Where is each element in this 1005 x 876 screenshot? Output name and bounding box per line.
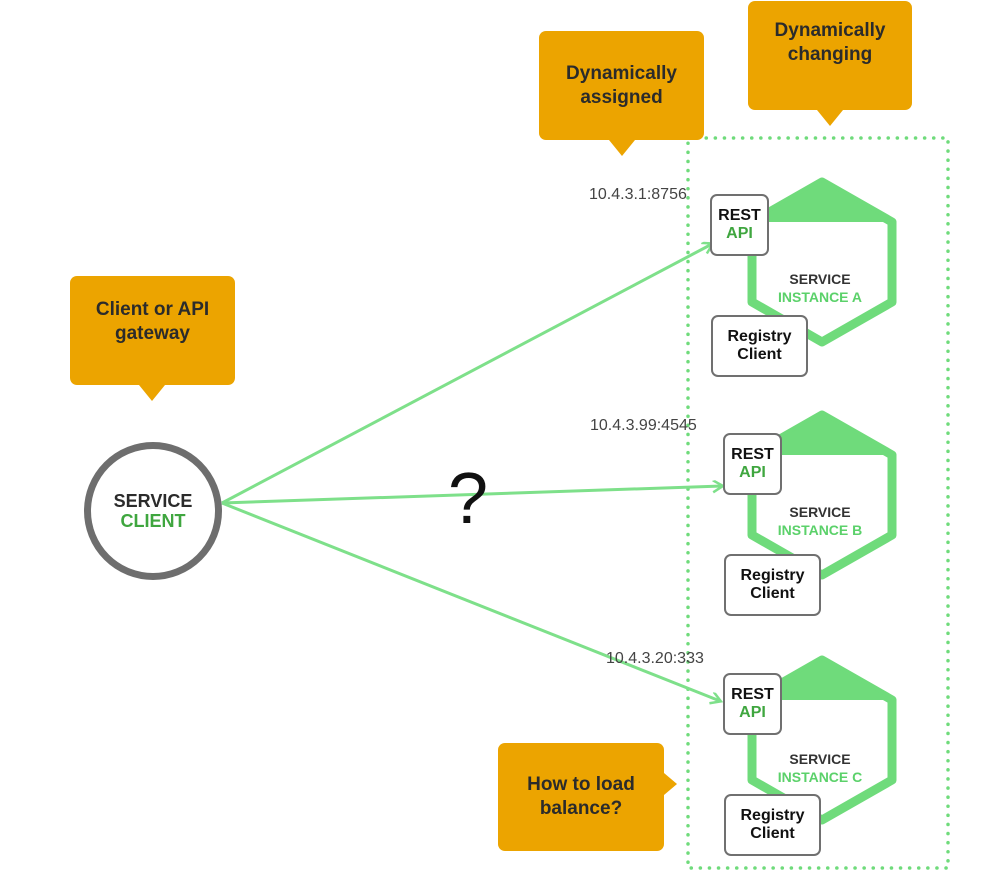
- service-instance-label-line1: SERVICE: [789, 271, 851, 287]
- rest-api-label-line2: API: [726, 225, 753, 242]
- service-hexagon-c-top: [752, 660, 892, 700]
- callout-pointer: [664, 773, 677, 795]
- rest-api-label-line1: REST: [731, 446, 774, 463]
- callout-client-or-api-gateway-text: Client or API gateway: [95, 298, 210, 344]
- callout-pointer: [139, 385, 165, 401]
- service-instance-label-line2: INSTANCE B: [777, 522, 863, 538]
- callout-client-or-api-gateway: Client or API gateway: [70, 276, 235, 401]
- callout-dynamically-changing-text: Dynamically changing: [774, 19, 886, 65]
- arrow-to-instance-b: [221, 486, 722, 505]
- registry-client-label-line1: Registry: [740, 807, 805, 824]
- service-hexagon-b-top: [752, 415, 892, 455]
- callout-dynamically-assigned: Dynamically assigned: [539, 31, 704, 156]
- callout-pointer: [609, 140, 635, 156]
- instance-c-label: SERVICE INSTANCE C: [755, 750, 885, 786]
- instance-a-label: SERVICE INSTANCE A: [755, 270, 885, 306]
- instance-c-registry-client: Registry Client: [724, 794, 821, 856]
- rest-api-label-line1: REST: [718, 207, 761, 224]
- callout-dynamically-changing: Dynamically changing: [748, 1, 912, 126]
- instance-b-label: SERVICE INSTANCE B: [755, 503, 885, 539]
- registry-client-label-line2: Client: [750, 825, 795, 842]
- instance-a-rest-api: REST API: [710, 194, 769, 256]
- callout-how-to-load-balance-text: How to load balance?: [527, 774, 635, 819]
- instance-b-rest-api: REST API: [723, 433, 782, 495]
- arrow-to-instance-c: [221, 501, 720, 701]
- service-instance-label-line1: SERVICE: [789, 504, 851, 520]
- service-client: SERVICE CLIENT: [84, 442, 222, 580]
- registry-client-label-line1: Registry: [740, 567, 805, 584]
- instance-b-registry-client: Registry Client: [724, 554, 821, 616]
- instance-b-address: 10.4.3.99:4545: [590, 417, 697, 434]
- instance-c-rest-api: REST API: [723, 673, 782, 735]
- callout-dynamically-assigned-text: Dynamically assigned: [566, 62, 677, 108]
- instance-c-address: 10.4.3.20:333: [606, 650, 704, 667]
- service-hexagon-a-top: [752, 182, 892, 222]
- service-client-label-line1: SERVICE: [113, 491, 193, 511]
- rest-api-label-line1: REST: [731, 686, 774, 703]
- service-instance-label-line2: INSTANCE A: [778, 289, 862, 305]
- rest-api-label-line2: API: [739, 704, 766, 721]
- rest-api-label-line2: API: [739, 464, 766, 481]
- service-client-label-line2: CLIENT: [120, 511, 186, 531]
- instance-a-registry-client: Registry Client: [711, 315, 808, 377]
- registry-client-label-line2: Client: [750, 585, 795, 602]
- registry-client-label-line2: Client: [737, 346, 782, 363]
- instance-a-address: 10.4.3.1:8756: [589, 186, 687, 203]
- registry-client-label-line1: Registry: [727, 328, 792, 345]
- callout-pointer: [817, 110, 843, 126]
- service-instance-label-line1: SERVICE: [789, 751, 851, 767]
- service-instance-label-line2: INSTANCE C: [777, 769, 863, 785]
- question-mark: ?: [448, 459, 489, 539]
- callout-how-to-load-balance: How to load balance?: [498, 743, 677, 851]
- dynamic-instances-boundary: [686, 136, 950, 870]
- arrow-to-instance-a: [221, 244, 712, 505]
